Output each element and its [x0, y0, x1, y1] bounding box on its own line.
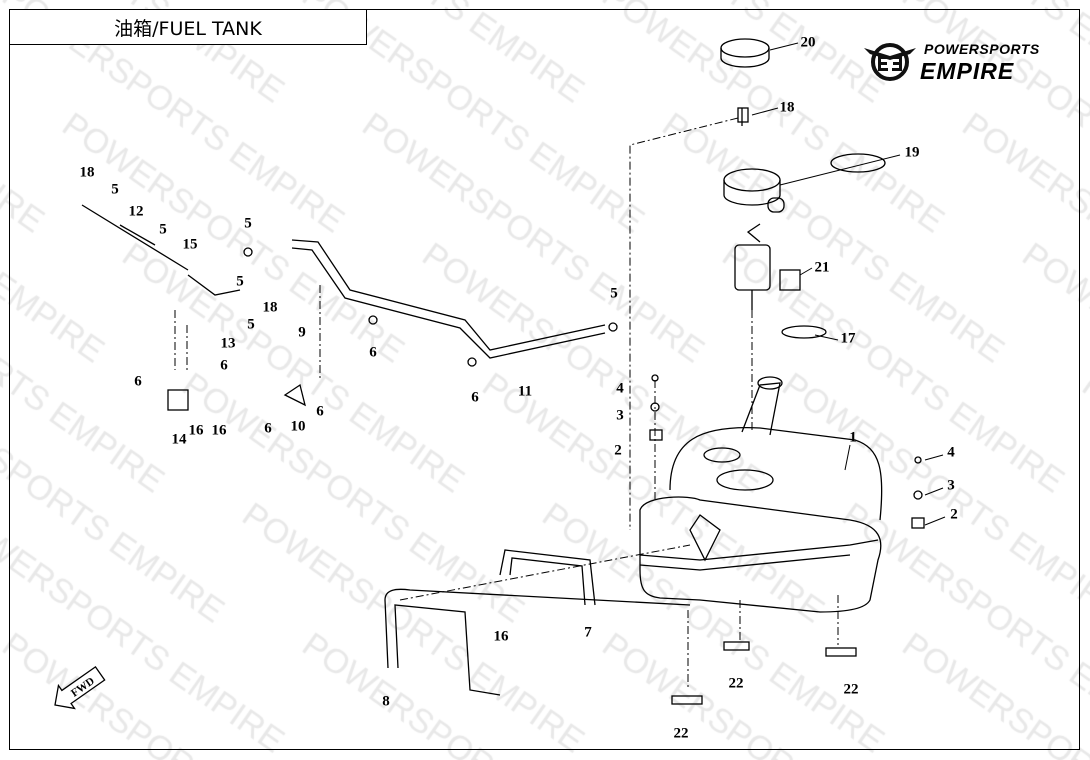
part-callout: 16: [212, 422, 228, 438]
part-callout: 18: [80, 164, 95, 180]
part-callout: 19: [905, 144, 920, 160]
part-callout: 6: [316, 403, 324, 419]
part-callout: 6: [220, 357, 228, 373]
part-callout: 3: [616, 407, 624, 423]
part-callout: 16: [189, 422, 205, 438]
part-callout: 22: [729, 675, 744, 691]
part-callout: 6: [369, 344, 377, 360]
part-callout: 6: [134, 373, 142, 389]
gasket-part: [781, 325, 827, 339]
part-callout: 10: [291, 418, 306, 434]
part-callout: 17: [841, 330, 857, 346]
fwd-arrow: FWD: [54, 665, 106, 710]
part-callout: 4: [947, 444, 955, 460]
fuel-cap-part: [720, 38, 770, 68]
part-callout: 12: [129, 203, 144, 219]
hose-12-13-part: [81, 204, 241, 296]
fuel-hose-part: [291, 239, 606, 359]
part-callout: 5: [236, 273, 244, 289]
part-callout: 5: [244, 215, 252, 231]
diagram-frame: [9, 9, 1080, 750]
logo-emblem-icon: [864, 43, 916, 81]
part-callout: 5: [159, 221, 167, 237]
part-callout: 5: [610, 285, 618, 301]
bracket-14-part: [167, 389, 189, 411]
bracket-10-part: [283, 383, 306, 407]
callout-leaders: [751, 42, 946, 526]
parts-drawing: [81, 38, 925, 705]
brand-logo: POWERSPORTS EMPIRE: [862, 38, 1062, 86]
arrow-icon: [54, 665, 106, 710]
part-callout: 18: [780, 99, 795, 115]
leader-lines: [174, 117, 839, 690]
part-callout: 2: [614, 442, 622, 458]
logo-line1: POWERSPORTS: [924, 41, 1040, 57]
part-callout: 22: [844, 681, 859, 697]
part-callout: 22: [674, 725, 689, 741]
part-callout: 13: [221, 335, 236, 351]
part-callout: 5: [111, 181, 119, 197]
strap-7-part: [499, 549, 596, 606]
part-callout: 6: [471, 389, 479, 405]
part-callout: 14: [172, 431, 188, 447]
part-callout: 1: [849, 429, 857, 445]
logo-line2: EMPIRE: [920, 58, 1015, 84]
part-callout: 6: [264, 420, 272, 436]
part-callout: 20: [801, 34, 816, 50]
fuel-pump-part: [723, 153, 886, 310]
part-callout: 15: [183, 236, 198, 252]
part-callout: 21: [815, 259, 830, 275]
fuel-tank-part: [639, 376, 883, 613]
part-callout: 11: [518, 383, 532, 399]
part-callout: 18: [263, 299, 278, 315]
strap-8-part: [384, 588, 691, 696]
part-callout: 4: [616, 380, 624, 396]
washer-parts: [243, 247, 925, 705]
part-callout: 8: [382, 693, 390, 709]
page-title: 油箱/FUEL TANK: [9, 9, 367, 45]
part-callout: 5: [247, 316, 255, 332]
part-callout: 16: [494, 628, 510, 644]
part-callout: 3: [947, 477, 955, 493]
part-callout: 2: [950, 506, 958, 522]
part-callout: 7: [584, 624, 592, 640]
part-callout: 9: [298, 324, 306, 340]
